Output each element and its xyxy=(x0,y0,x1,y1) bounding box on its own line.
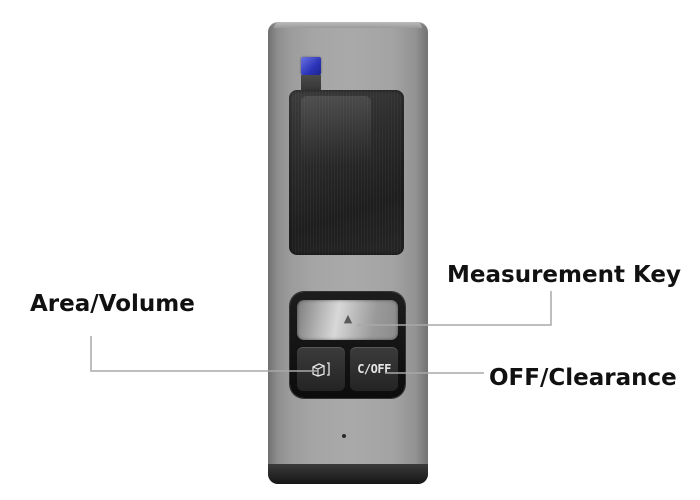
off-clearance-label: OFF/Clearance xyxy=(489,365,677,391)
triangle-marker-icon: ▲ xyxy=(343,312,353,325)
laser-distance-meter: ▲ C/OFF xyxy=(268,22,428,484)
device-bottom-cap xyxy=(268,464,428,484)
screen-reflection xyxy=(301,96,371,166)
laser-window xyxy=(301,57,321,75)
measurement-key-button[interactable]: ▲ xyxy=(297,300,398,340)
off-clear-key-label: C/OFF xyxy=(357,362,391,376)
button-panel: ▲ C/OFF xyxy=(290,292,405,398)
microphone-hole xyxy=(342,434,346,438)
device-top-edge xyxy=(274,22,422,28)
area-volume-label: Area/Volume xyxy=(30,291,195,317)
area-volume-icon xyxy=(312,362,330,377)
display-screen xyxy=(289,90,404,255)
measurement-key-label: Measurement Key xyxy=(447,262,681,288)
off-clear-button[interactable]: C/OFF xyxy=(350,347,398,391)
area-volume-button[interactable] xyxy=(297,347,345,391)
